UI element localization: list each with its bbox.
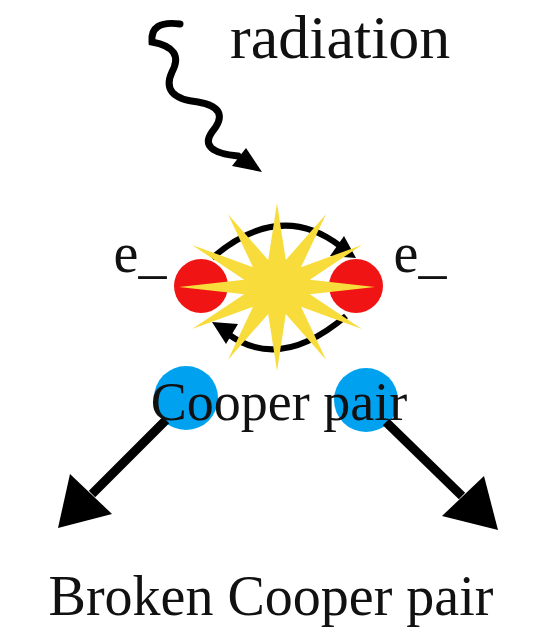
escape-arrow: [386, 422, 462, 496]
escape-arrow: [92, 420, 166, 494]
caption-label: Broken Cooper pair: [49, 568, 494, 624]
starburst: [179, 203, 375, 371]
arrowhead: [442, 476, 498, 530]
pair-label: Cooper pair: [151, 375, 407, 429]
radiation-label: radiation: [230, 6, 450, 68]
arrowhead: [58, 474, 112, 528]
particle-label: e_: [114, 225, 167, 281]
radiation-wave: [152, 23, 238, 156]
particle-label: e_: [394, 225, 447, 281]
arrowhead: [232, 148, 262, 172]
arrowhead: [212, 322, 238, 344]
